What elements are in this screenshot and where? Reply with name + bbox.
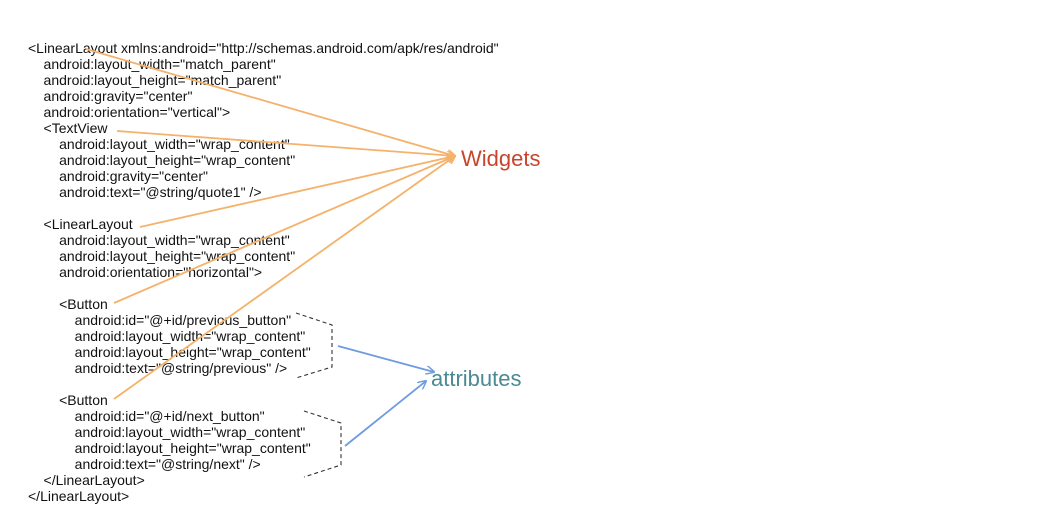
code-line: android:text="@string/quote1" /> xyxy=(28,184,262,200)
code-line: android:gravity="center" xyxy=(28,168,208,184)
bracket-previous-button xyxy=(295,312,333,379)
code-line: android:orientation="vertical"> xyxy=(28,104,231,120)
arrow-button-previous xyxy=(113,156,455,304)
code-line: android:layout_height="wrap_content" xyxy=(28,248,296,264)
code-line: <Button xyxy=(28,296,108,312)
widgets-label: Widgets xyxy=(461,146,541,171)
code-line: <TextView xyxy=(28,120,108,136)
code-line: android:text="@string/previous" /> xyxy=(74,360,288,376)
code-line: android:id="@+id/next_button" xyxy=(28,408,265,424)
code-line: android:layout_width="wrap_content" xyxy=(28,328,306,344)
arrow-button-next xyxy=(113,156,455,400)
code-line: android:orientation="horizontal"> xyxy=(28,264,263,280)
code-line: android:layout_height="wrap_content" xyxy=(28,344,311,360)
code-line: android:layout_height="match_parent" xyxy=(28,72,282,88)
arrow-linearlayout-root xyxy=(85,48,455,156)
code-line: android:layout_width="wrap_content" xyxy=(28,232,290,248)
code-line: android:layout_height="wrap_content" xyxy=(28,152,296,168)
attributes-label: attributes xyxy=(431,366,522,391)
widgets-arrows xyxy=(85,48,455,400)
code-line: android:layout_width="match_parent" xyxy=(28,56,276,72)
code-line: android:layout_width="wrap_content" xyxy=(28,424,306,440)
arrow-textview xyxy=(116,130,455,156)
arrow-linearlayout-inner xyxy=(139,156,455,228)
attribute-brackets xyxy=(295,312,342,478)
code-line: <LinearLayout xyxy=(28,216,133,232)
arrow-attributes-previous xyxy=(337,345,434,372)
code-line: android:text="@string/next" /> xyxy=(28,456,261,472)
code-line: android:id="@+id/previous_button" xyxy=(28,312,292,328)
arrow-attributes-next xyxy=(344,381,426,447)
code-line: </LinearLayout> xyxy=(28,472,145,488)
bracket-next-button xyxy=(303,410,342,478)
code-line: <LinearLayout xmlns:android="http://sche… xyxy=(28,40,499,56)
code-line: android:gravity="center" xyxy=(28,88,193,104)
code-line: <Button xyxy=(28,392,108,408)
attributes-arrows xyxy=(337,345,434,447)
code-line: </LinearLayout> xyxy=(28,488,130,504)
code-line: android:layout_height="wrap_content" xyxy=(28,440,311,456)
